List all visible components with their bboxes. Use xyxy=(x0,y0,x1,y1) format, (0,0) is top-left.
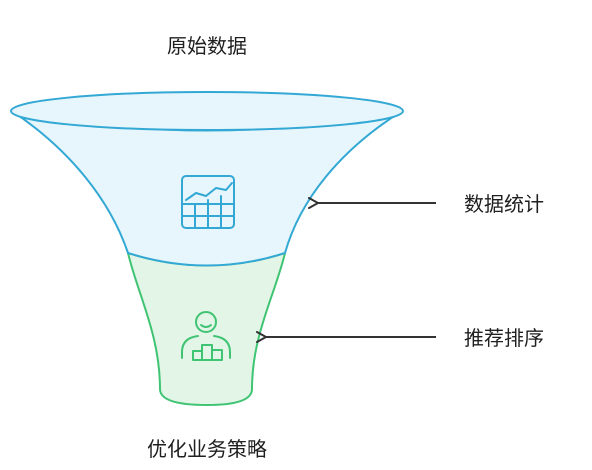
funnel-section-statistics xyxy=(11,110,403,267)
stage-label-recommend: 推荐排序 xyxy=(464,326,544,350)
funnel-section-recommend xyxy=(127,252,286,406)
top-label: 原始数据 xyxy=(167,34,247,58)
person-podium-icon xyxy=(181,311,231,361)
funnel-top-rim xyxy=(10,91,404,131)
chart-grid-icon xyxy=(181,175,235,229)
bottom-label: 优化业务策略 xyxy=(147,437,267,461)
stage-label-statistics: 数据统计 xyxy=(464,192,544,216)
